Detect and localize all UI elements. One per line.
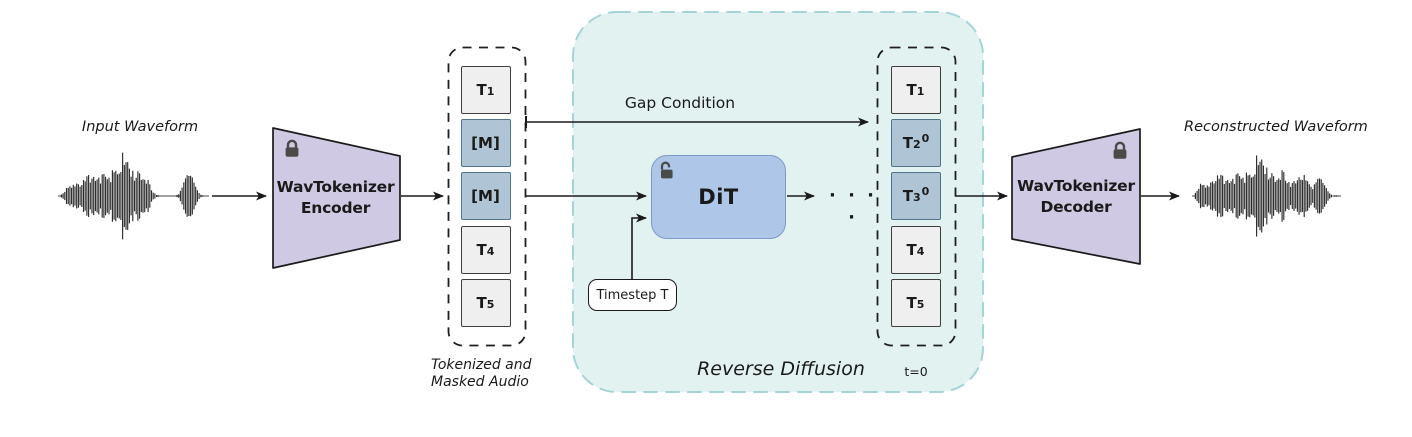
token-text: T bbox=[906, 294, 917, 312]
encoder-label: WavTokenizer Encoder bbox=[271, 177, 400, 219]
input-waveform-graphic bbox=[58, 152, 209, 240]
token-text: T bbox=[476, 294, 487, 312]
reconstructed-waveform-label: Reconstructed Waveform bbox=[1184, 119, 1368, 135]
timestep-label: Timestep T bbox=[596, 287, 669, 303]
reverse-diffusion-label: Reverse Diffusion bbox=[697, 358, 865, 380]
token-text: T bbox=[906, 241, 917, 259]
gap-condition-label: Gap Condition bbox=[624, 94, 736, 112]
dit-block: DiT bbox=[651, 155, 786, 239]
token-text: [M] bbox=[471, 187, 500, 205]
decoder-label: WavTokenizer Decoder bbox=[1011, 176, 1141, 218]
arrow-timestep-to-dit bbox=[631, 213, 647, 280]
token-left-2-masked: [M] bbox=[461, 119, 511, 167]
left-token-column-outline bbox=[447, 46, 527, 347]
left-column-caption-line1: Tokenized and bbox=[431, 357, 532, 373]
token-text: T bbox=[476, 241, 487, 259]
token-text: T bbox=[902, 134, 913, 152]
decoder-lock-icon bbox=[1113, 141, 1127, 159]
dit-label: DiT bbox=[698, 185, 739, 209]
left-column-caption: Tokenized and Masked Audio bbox=[431, 357, 532, 391]
token-text: T bbox=[906, 81, 917, 99]
decoder-label-line2: Decoder bbox=[1040, 198, 1112, 216]
dit-unlocked-icon bbox=[660, 161, 673, 179]
encoder-label-line1: WavTokenizer bbox=[276, 178, 395, 196]
token-text: T bbox=[476, 81, 487, 99]
encoder-label-line2: Encoder bbox=[300, 199, 371, 217]
input-waveform-label: Input Waveform bbox=[81, 119, 199, 135]
encoder-lock-icon bbox=[285, 139, 299, 157]
decoder-trapezoid bbox=[1011, 128, 1141, 265]
token-text: T bbox=[902, 187, 913, 205]
decoder-label-line1: WavTokenizer bbox=[1017, 177, 1135, 195]
token-text: [M] bbox=[471, 134, 500, 152]
token-left-3-masked: [M] bbox=[461, 172, 511, 220]
t-equals-zero-label: t=0 bbox=[904, 364, 928, 379]
iteration-ellipsis: · · · · bbox=[828, 185, 878, 228]
reconstructed-waveform-graphic bbox=[1192, 155, 1341, 237]
left-column-caption-line2: Masked Audio bbox=[431, 374, 529, 390]
encoder-trapezoid bbox=[272, 127, 401, 269]
timestep-box: Timestep T bbox=[588, 279, 677, 311]
